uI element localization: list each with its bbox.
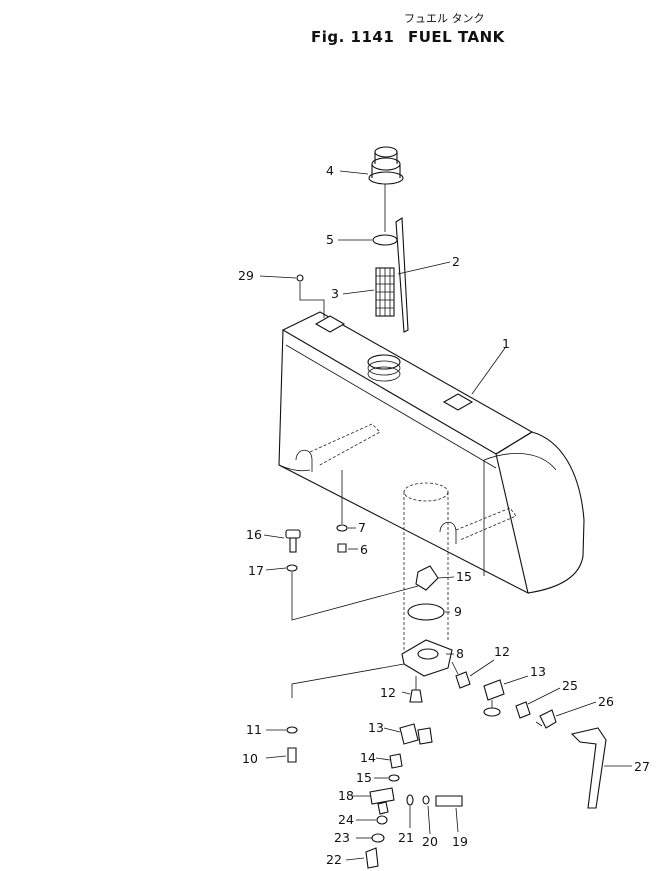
callout-2: 2 xyxy=(452,254,460,269)
washer-15 xyxy=(388,774,400,782)
callout-26: 25 xyxy=(562,678,578,693)
drain-flange xyxy=(401,639,453,677)
bolt-6 xyxy=(337,543,347,553)
o-ring-9 xyxy=(407,603,445,621)
callout-25: 24 xyxy=(338,812,354,827)
callout-21: 20 xyxy=(422,834,438,849)
callout-4: 4 xyxy=(326,163,334,178)
callout-labels: 4 5 2 3 29 1 7 6 16 17 15 9 8 12 13 25 2… xyxy=(238,163,650,867)
tee-13a xyxy=(399,723,433,745)
washer-25 xyxy=(376,815,388,825)
bolt-10 xyxy=(287,747,297,763)
callout-22: 21 xyxy=(398,830,414,845)
callout-1: 1 xyxy=(502,336,510,351)
callout-5: 5 xyxy=(326,232,334,247)
gauge-rod xyxy=(395,217,409,333)
callout-9: 9 xyxy=(454,604,462,619)
elbow-16 xyxy=(415,565,439,591)
callout-18: 17 xyxy=(248,563,264,578)
callout-13-lower: 13 xyxy=(368,720,384,735)
callout-12-upper: 12 xyxy=(494,644,510,659)
hose-28 xyxy=(570,727,607,809)
nipple-14 xyxy=(389,753,403,769)
fuel-tank-body xyxy=(278,311,585,650)
title-japanese: フュエル タンク xyxy=(404,12,485,25)
elbow-27 xyxy=(539,709,557,729)
bolt-20 xyxy=(435,795,463,807)
washer-24 xyxy=(371,833,385,843)
callout-12-lower: 12 xyxy=(380,685,396,700)
leader-lines xyxy=(259,170,632,861)
diagram-title: FUEL TANK xyxy=(408,28,506,46)
washer-11 xyxy=(286,726,298,734)
callout-24: 23 xyxy=(334,830,350,845)
spring-22 xyxy=(406,794,414,806)
callout-11: 11 xyxy=(246,722,262,737)
nut-26 xyxy=(515,701,531,719)
washer-18 xyxy=(286,564,298,572)
fitting-12a xyxy=(409,689,423,703)
callout-15: 15 xyxy=(356,770,372,785)
callout-16: 15 xyxy=(456,569,472,584)
callout-23: 22 xyxy=(326,852,342,867)
fitting-12b xyxy=(455,671,471,689)
callout-17: 16 xyxy=(246,527,262,542)
callout-3: 3 xyxy=(331,286,339,301)
cock-19 xyxy=(369,787,395,815)
callout-13-upper: 13 xyxy=(530,664,546,679)
callout-7: 7 xyxy=(358,520,366,535)
callout-27: 26 xyxy=(598,694,614,709)
plug-23 xyxy=(365,847,379,869)
o-ring xyxy=(372,234,398,246)
figure-number: Fig. 1141 xyxy=(311,28,394,46)
small-bolt xyxy=(296,274,325,318)
callout-14: 14 xyxy=(360,750,376,765)
filler-cap xyxy=(368,146,404,185)
strainer xyxy=(375,267,395,317)
washer-7 xyxy=(336,524,348,532)
callout-20: 19 xyxy=(452,834,468,849)
callout-19: 18 xyxy=(338,788,354,803)
callout-28: 27 xyxy=(634,759,650,774)
callout-29: 29 xyxy=(238,268,254,283)
callout-10: 10 xyxy=(242,751,258,766)
washer-21 xyxy=(422,795,430,805)
callout-6: 6 xyxy=(360,542,368,557)
callout-8: 8 xyxy=(456,646,464,661)
tee-13b xyxy=(483,679,505,717)
bolt-17 xyxy=(285,529,301,553)
